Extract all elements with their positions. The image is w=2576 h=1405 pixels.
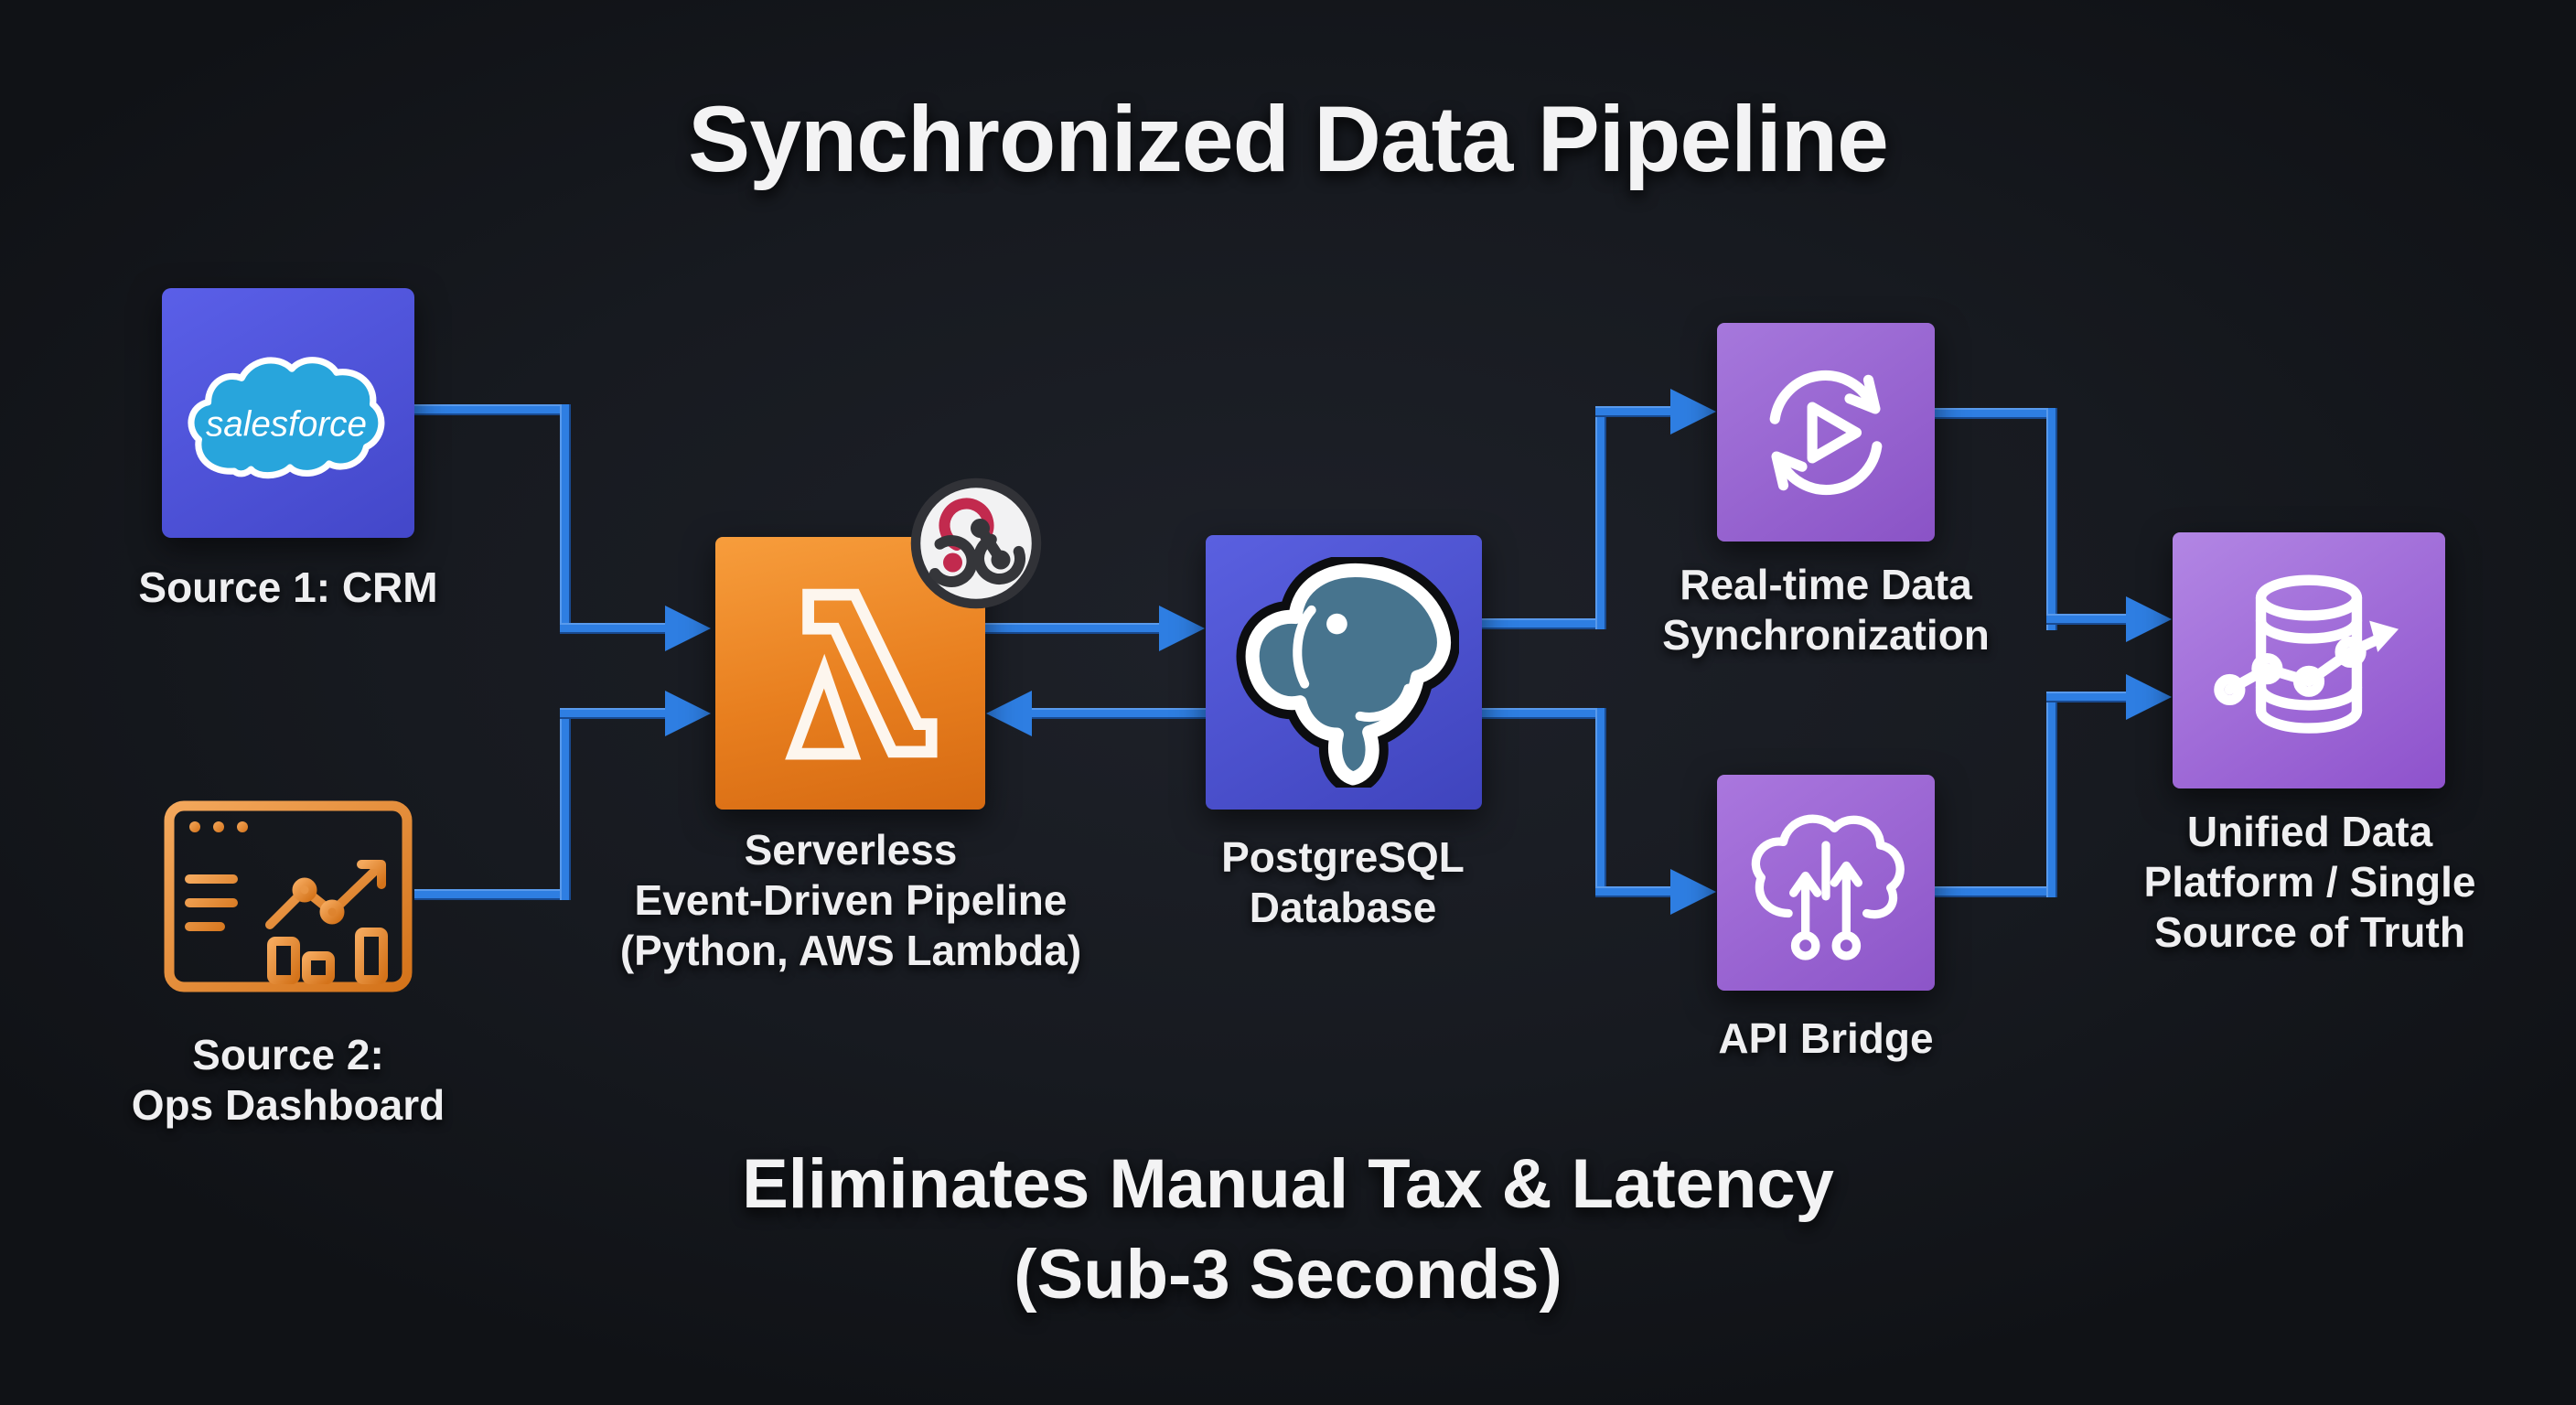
source1-label: Source 1: CRM [138, 563, 438, 611]
arrowhead-crm-to-lambda [665, 606, 711, 651]
postgres-node [1206, 535, 1482, 810]
dashboard-window-icon [164, 800, 413, 992]
page-title: Synchronized Data Pipeline [688, 87, 1889, 191]
connector-postgres-to-sync-seg3 [1595, 406, 1675, 417]
sync-play-icon [1769, 370, 1883, 495]
connector-postgres-to-api-seg3 [1595, 886, 1675, 897]
salesforce-cloud-icon: salesforce [188, 356, 385, 478]
cloud-api-arrows-icon [1751, 814, 1905, 960]
connector-postgres-to-api-seg2 [1595, 708, 1606, 897]
connector-crm-to-lambda-seg1 [414, 404, 571, 415]
arrowhead-api-to-unified [2126, 674, 2172, 720]
arrowhead-postgres-to-lambda [986, 691, 1032, 736]
connector-api-to-unified-seg1 [1935, 886, 2057, 897]
connector-api-to-unified-seg3 [2046, 692, 2131, 702]
lambda-label: Serverless Event-Driven Pipeline (Python… [619, 826, 1082, 975]
connector-sync-to-unified-seg2 [2046, 408, 2057, 630]
connector-postgres-to-lambda [1027, 708, 1206, 719]
connector-crm-to-lambda-seg3 [560, 623, 671, 634]
arrowhead-sync-to-unified [2126, 596, 2172, 642]
connector-crm-to-lambda-seg2 [560, 404, 571, 634]
connector-sync-to-unified-seg3 [2046, 614, 2131, 625]
connector-postgres-to-sync-seg1 [1482, 618, 1606, 629]
connector-api-to-unified-seg2 [2046, 692, 2057, 897]
connector-postgres-to-api-seg1 [1482, 708, 1606, 719]
ops-dashboard-node [162, 799, 414, 994]
connector-ops-to-lambda-seg2 [560, 708, 571, 900]
webhook-badge [907, 475, 1045, 612]
postgres-label: PostgreSQL Database [1221, 833, 1465, 932]
connector-sync-to-unified-seg1 [1935, 408, 2057, 419]
unified-label: Unified Data Platform / Single Source of… [2143, 808, 2476, 957]
source2-label: Source 2: Ops Dashboard [131, 1031, 445, 1130]
sync-node [1717, 323, 1935, 542]
database-analytics-icon [2214, 574, 2399, 734]
arrowhead-postgres-to-api [1670, 869, 1716, 915]
postgresql-elephant-icon [1236, 557, 1459, 788]
sync-label: Real-time Data Synchronization [1662, 561, 1990, 660]
unified-node [2173, 532, 2445, 788]
tagline: Eliminates Manual Tax & Latency (Sub-3 S… [742, 1145, 1834, 1314]
arrowhead-lambda-to-postgres [1159, 606, 1205, 651]
webhook-icon [910, 477, 1042, 609]
connector-ops-to-lambda-seg1 [414, 889, 571, 900]
api-bridge-node [1717, 775, 1935, 991]
connector-ops-to-lambda-seg3 [560, 708, 671, 719]
salesforce-node: salesforce [162, 288, 414, 538]
arrowhead-ops-to-lambda [665, 691, 711, 736]
api-bridge-label: API Bridge [1718, 1014, 1934, 1062]
arrowhead-postgres-to-sync [1670, 389, 1716, 434]
connector-postgres-to-sync-seg2 [1595, 406, 1606, 629]
connector-lambda-to-postgres [985, 623, 1164, 634]
salesforce-logo-text: salesforce [206, 404, 367, 444]
aws-lambda-icon [784, 588, 938, 760]
